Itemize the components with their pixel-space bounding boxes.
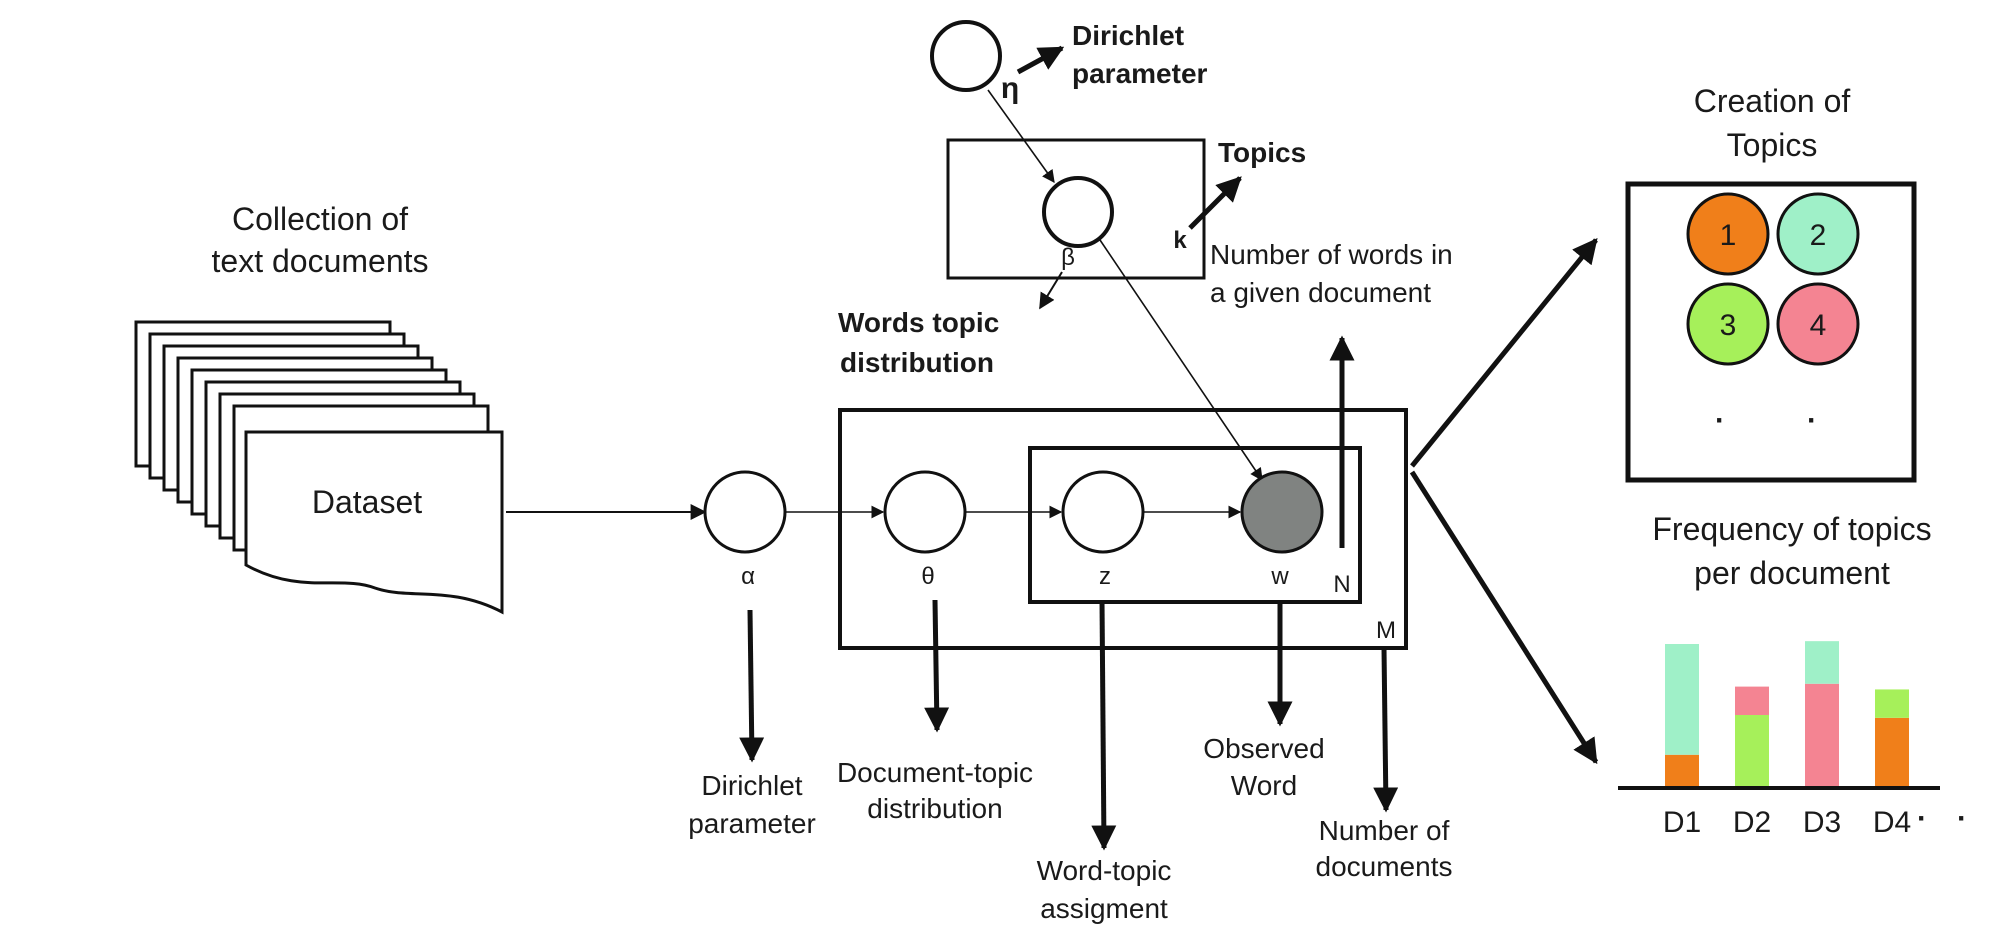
topic-2-circle [1776, 192, 1860, 276]
topic-3-circle [1686, 282, 1770, 366]
topic-circles: 1 2 3 4 [1686, 192, 1860, 366]
doc-topic-line2: distribution [867, 793, 1002, 824]
k-symbol: k [1173, 227, 1187, 254]
to-topics-arrow [1410, 238, 1598, 468]
topic-1-label: 1 [1720, 219, 1737, 252]
topics-ellipsis-left: · [1715, 404, 1725, 437]
dataset-label: Dataset [312, 484, 422, 520]
document-stack [134, 320, 504, 615]
topics-ellipsis-right: · [1807, 404, 1817, 437]
collection-title-line1: Collection of [232, 201, 408, 237]
topics-annotation-arrow [1188, 176, 1242, 230]
m-symbol: M [1376, 617, 1396, 644]
num-docs-line2: documents [1316, 851, 1453, 882]
bar-D2-segment-2 [1735, 686, 1769, 715]
dirichlet-alpha-line1: Dirichlet [701, 770, 802, 801]
frequency-title-line2: per document [1694, 555, 1890, 591]
creation-title-line1: Creation of [1694, 83, 1851, 119]
bar-D2-segment-1 [1735, 715, 1769, 786]
topics-plate [946, 138, 1206, 280]
topic-1-circle [1686, 192, 1770, 276]
chart-ellipsis-1: · [1917, 802, 1927, 835]
beta-to-w-arrow [1099, 239, 1263, 482]
word-topic-line2: assigment [1040, 893, 1168, 924]
eta-annotation-arrow [1016, 45, 1065, 75]
dirichlet-top-line2: parameter [1072, 58, 1208, 89]
dirichlet-alpha-line2: parameter [688, 808, 816, 839]
alpha-down-arrow [739, 609, 765, 763]
words-plate [1028, 446, 1362, 604]
topic-4-circle [1776, 282, 1860, 366]
tick-label-D4: D4 [1873, 806, 1911, 839]
observed-line1: Observed [1203, 733, 1324, 764]
dataset-document [244, 430, 504, 615]
theta-node [883, 470, 967, 554]
z-symbol: z [1099, 563, 1111, 590]
collection-title-line2: text documents [212, 243, 429, 279]
alpha-symbol: α [741, 563, 755, 590]
topic-2-label: 2 [1810, 219, 1827, 252]
words-topic-line1: Words topic [838, 307, 999, 338]
bar-D1-segment-0 [1665, 754, 1699, 786]
w-node [1240, 470, 1324, 554]
dirichlet-top-line1: Dirichlet [1072, 20, 1184, 51]
tick-label-D1: D1 [1663, 806, 1701, 839]
documents-plate [838, 408, 1408, 650]
num-words-line2: a given document [1210, 277, 1431, 308]
beta-symbol: β [1061, 244, 1075, 271]
bar-D4-segment-0 [1875, 717, 1909, 786]
eta-node [930, 20, 1002, 92]
topics-label: Topics [1218, 137, 1306, 168]
bar-D4-segment-1 [1875, 689, 1909, 718]
doc-topic-line1: Document-topic [837, 757, 1033, 788]
observed-line2: Word [1231, 770, 1297, 801]
w-symbol: w [1270, 563, 1289, 590]
bar-D3-segment-3 [1805, 641, 1839, 684]
topic-3-label: 3 [1720, 309, 1737, 342]
theta-down-arrow [924, 599, 950, 733]
topics-panel-box [1625, 181, 1917, 483]
tick-label-D2: D2 [1733, 806, 1771, 839]
eta-to-beta-arrow [987, 89, 1055, 184]
num-words-line1: Number of words in [1210, 239, 1453, 270]
bar-D1-segment-3 [1665, 644, 1699, 755]
n-symbol: N [1333, 571, 1350, 598]
words-topic-arrow [1039, 271, 1063, 310]
to-frequency-arrow [1409, 470, 1599, 765]
frequency-title-line1: Frequency of topics [1652, 511, 1931, 547]
chart-ellipsis-2: · [1957, 802, 1967, 835]
m-down-arrow [1373, 647, 1399, 813]
alpha-node [703, 470, 787, 554]
tick-label-D3: D3 [1803, 806, 1841, 839]
frequency-chart: D1 D2 D3 D4 [1663, 641, 1911, 839]
words-topic-line2: distribution [840, 347, 994, 378]
topic-4-label: 4 [1810, 309, 1827, 342]
beta-node [1042, 176, 1114, 248]
creation-title-line2: Topics [1727, 127, 1818, 163]
word-topic-line1: Word-topic [1037, 855, 1172, 886]
eta-symbol: η [1001, 72, 1019, 105]
z-down-arrow [1091, 599, 1117, 851]
bar-D3-segment-2 [1805, 683, 1839, 786]
num-docs-line1: Number of [1319, 815, 1450, 846]
theta-symbol: θ [921, 563, 934, 590]
z-node [1061, 470, 1145, 554]
